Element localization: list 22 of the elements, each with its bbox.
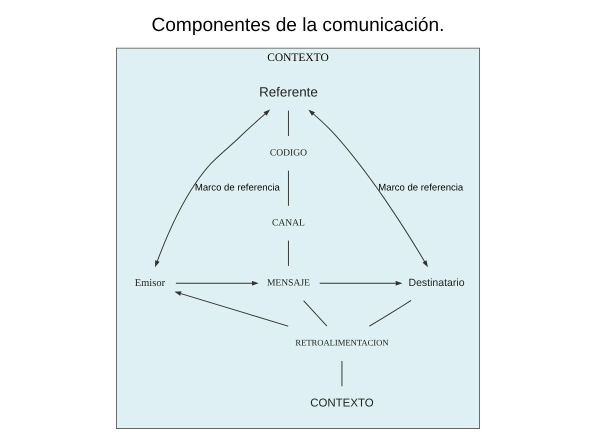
connector (368, 300, 412, 327)
arrow (319, 280, 402, 286)
node-text: Emisor (134, 278, 166, 289)
edge-label: Marco de referencia (378, 182, 464, 194)
diagram-title: Componentes de la comunicación. (152, 15, 444, 36)
edge-label: Marco de referencia (194, 182, 280, 194)
arrow (308, 110, 428, 268)
connector (303, 300, 328, 327)
node-text: CONTEXTO (310, 398, 374, 410)
node-text: Referente (259, 84, 318, 100)
connector (288, 170, 289, 206)
arrow (174, 291, 289, 327)
connector (341, 360, 342, 387)
node-text: RETROALIMENTACION (295, 338, 389, 348)
connector (288, 240, 289, 266)
node-text: CODIGO (270, 148, 308, 159)
node-text: Destinatario (408, 276, 465, 289)
arrow (155, 110, 270, 268)
connector (288, 110, 289, 136)
node-text: MENSAJE (266, 278, 310, 289)
arrow (175, 280, 259, 286)
node-text: CANAL (272, 217, 305, 228)
